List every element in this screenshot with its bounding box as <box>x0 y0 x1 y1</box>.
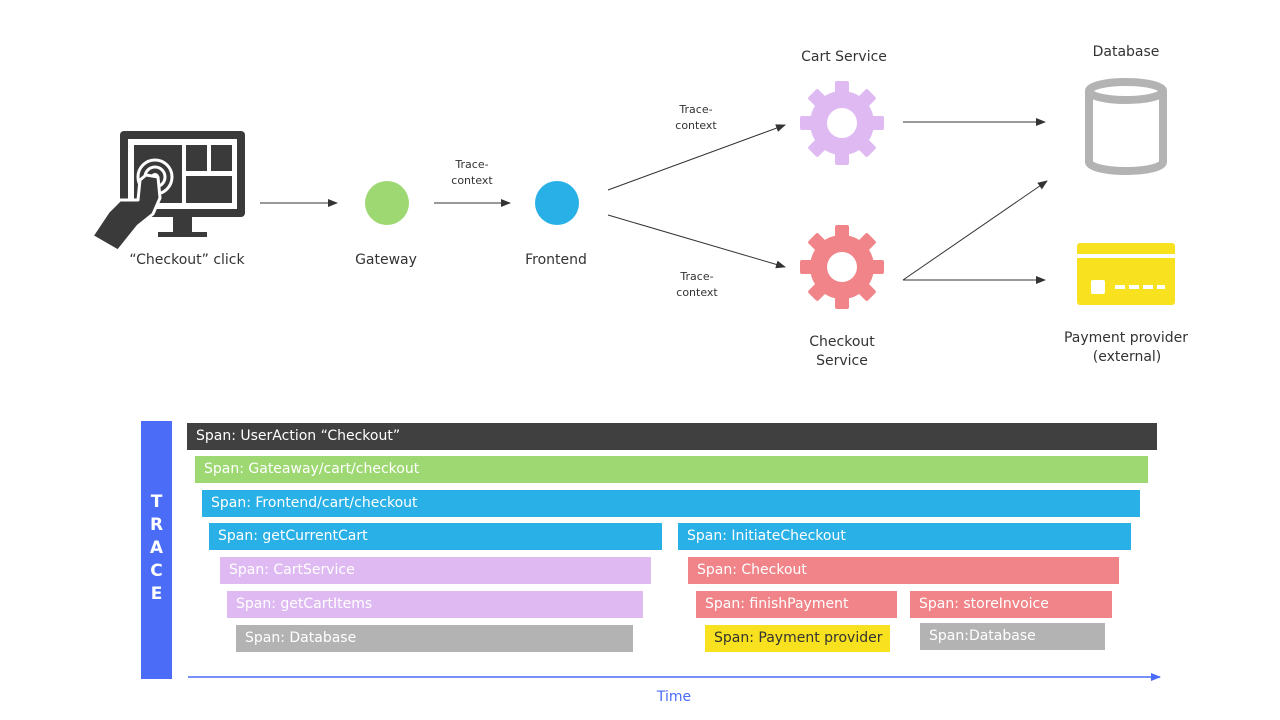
span-frontend: Span: Frontend/cart/checkout <box>202 490 1140 517</box>
checkout-service-label-line2: Service <box>816 353 868 369</box>
span-get-cart-items: Span: getCartItems <box>227 591 643 618</box>
trace-context-label-3a: Trace- <box>680 270 714 283</box>
cart-service-gear-icon <box>800 81 884 165</box>
span-gateway: Span: Gateaway/cart/checkout <box>195 456 1148 483</box>
gateway-label: Gateway <box>355 252 417 268</box>
span-finish-payment: Span: finishPayment <box>696 591 897 618</box>
database-label: Database <box>1092 44 1160 60</box>
span-database-cart: Span: Database <box>236 625 633 652</box>
arrow-checkout-database <box>902 180 1048 281</box>
credit-card-icon <box>1077 243 1175 305</box>
payment-provider-label-line2: (external) <box>1092 349 1162 365</box>
gateway-node <box>365 181 409 225</box>
span-store-invoice: Span: storeInvoice <box>910 591 1112 618</box>
cart-service-label: Cart Service <box>801 49 887 65</box>
span-checkout: Span: Checkout <box>688 557 1119 584</box>
database-cylinder-icon <box>1085 78 1167 175</box>
checkout-service-label-line1: Checkout <box>809 334 875 350</box>
span-get-current-cart: Span: getCurrentCart <box>209 523 662 550</box>
trace-letter: C <box>150 561 163 581</box>
frontend-label: Frontend <box>525 252 587 268</box>
frontend-node <box>535 181 579 225</box>
trace-letter: E <box>150 584 163 604</box>
trace-letter: R <box>149 515 164 535</box>
trace-context-label-2a: Trace- <box>679 103 713 116</box>
span-database-invoice: Span:Database <box>920 623 1105 650</box>
trace-letter: T <box>150 492 163 512</box>
trace-context-label-2b: context <box>675 119 717 132</box>
trace-bar: T R A C E <box>141 421 172 679</box>
arrow-frontend-checkout <box>607 214 786 269</box>
trace-context-label-1a: Trace- <box>455 158 489 171</box>
payment-provider-label-line1: Payment provider <box>1063 330 1189 346</box>
trace-context-label-1b: context <box>451 174 493 187</box>
arrow-frontend-cart <box>607 124 786 191</box>
span-user-action: Span: UserAction “Checkout” <box>187 423 1157 450</box>
checkout-click-label: “Checkout” click <box>129 252 245 268</box>
trace-context-label-3b: context <box>676 286 718 299</box>
time-label: Time <box>656 689 692 705</box>
span-initiate-checkout: Span: InitiateCheckout <box>678 523 1131 550</box>
trace-letter: A <box>149 538 164 558</box>
monitor-touch-icon <box>90 131 245 253</box>
span-cart-service: Span: CartService <box>220 557 651 584</box>
checkout-service-gear-icon <box>800 225 884 309</box>
span-payment-provider: Span: Payment provider <box>705 625 890 652</box>
